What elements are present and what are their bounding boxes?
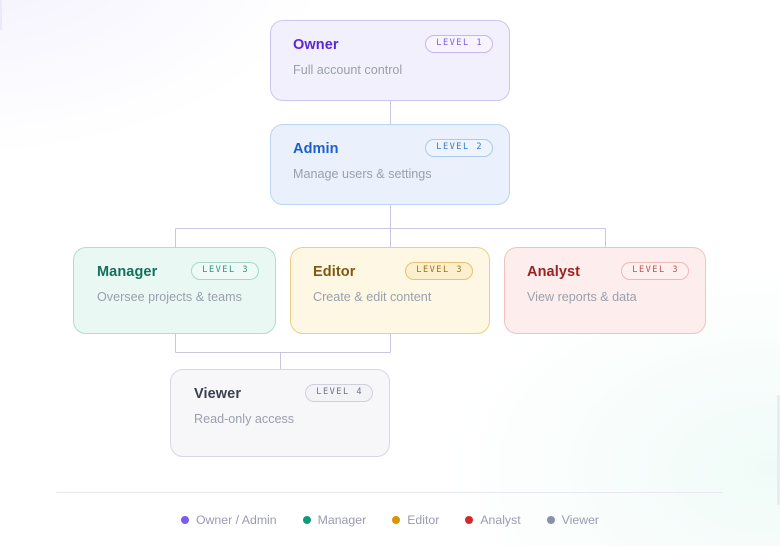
role-title: Editor — [313, 264, 356, 280]
legend-item: Manager — [302, 513, 367, 527]
legend-dot-icon — [180, 516, 189, 525]
level-badge: LEVEL 1 — [425, 35, 493, 53]
role-description: Full account control — [293, 62, 403, 77]
role-title: Admin — [293, 141, 339, 157]
legend-item: Analyst — [465, 513, 521, 527]
role-title: Manager — [97, 264, 158, 280]
role-description: Manage users & settings — [293, 166, 432, 181]
legend-label: Manager — [317, 513, 367, 527]
role-title: Owner — [293, 37, 339, 53]
legend-item: Owner / Admin — [180, 513, 277, 527]
role-card-analyst[interactable]: Analyst View reports & data LEVEL 3 — [504, 247, 706, 334]
legend-label: Owner / Admin — [195, 513, 277, 527]
legend: Owner / Admin Manager Editor Analyst Viewer — [0, 514, 780, 526]
legend-label: Viewer — [561, 513, 600, 527]
role-card-editor[interactable]: Editor Create & edit content LEVEL 3 — [290, 247, 490, 334]
level-badge: LEVEL 3 — [405, 262, 473, 280]
role-description: Read-only access — [194, 411, 295, 426]
legend-dot-icon — [302, 516, 311, 525]
level-badge: LEVEL 2 — [425, 139, 493, 157]
legend-item: Viewer — [546, 513, 600, 527]
canvas-edge-accent-left — [0, 0, 2, 30]
level-badge: LEVEL 3 — [191, 262, 259, 280]
role-description: View reports & data — [527, 289, 637, 304]
canvas-edge-accent-right — [777, 395, 780, 505]
role-card-manager[interactable]: Manager Oversee projects & teams LEVEL 3 — [73, 247, 276, 334]
role-title: Viewer — [194, 386, 242, 402]
legend-dot-icon — [392, 516, 401, 525]
legend-label: Analyst — [480, 513, 521, 527]
level-badge: LEVEL 3 — [621, 262, 689, 280]
legend-dot-icon — [465, 516, 474, 525]
role-card-viewer[interactable]: Viewer Read-only access LEVEL 4 — [170, 369, 390, 457]
legend-label: Editor — [407, 513, 440, 527]
role-card-owner[interactable]: Owner Full account control LEVEL 1 — [270, 20, 510, 101]
role-description: Create & edit content — [313, 289, 432, 304]
role-title: Analyst — [527, 264, 581, 280]
role-card-admin[interactable]: Admin Manage users & settings LEVEL 2 — [270, 124, 510, 205]
legend-divider — [56, 492, 723, 493]
legend-dot-icon — [546, 516, 555, 525]
legend-item: Editor — [392, 514, 439, 526]
role-description: Oversee projects & teams — [97, 289, 242, 304]
level-badge: LEVEL 4 — [305, 384, 373, 402]
